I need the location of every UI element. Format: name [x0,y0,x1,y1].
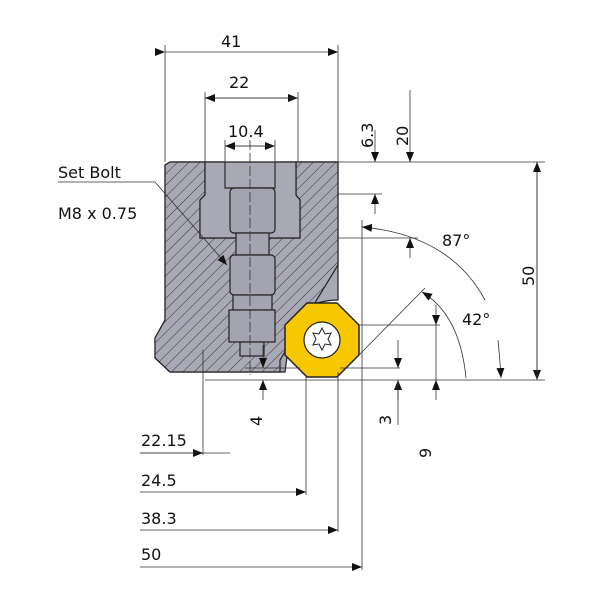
dim-24-5-label: 24.5 [141,471,177,490]
dimension-22: 22 [204,73,299,162]
dim-4-label: 4 [247,416,266,426]
set-bolt-callout: Set Bolt M8 x 0.75 [58,163,228,266]
dim-10-4-label: 10.4 [228,122,264,141]
dimension-10-4: 10.4 [224,122,276,188]
dimension-50-height: 50 [519,162,541,380]
set-bolt [228,187,276,357]
angle-87-label: 87° [442,231,470,250]
dimension-4: 4 [245,345,300,426]
angle-87: 87° [361,220,505,570]
angle-42-label: 42° [462,310,490,329]
dim-41-label: 41 [221,32,241,51]
dimension-22-15: 22.15 [140,431,230,457]
dim-22-15-label: 22.15 [141,431,187,450]
dim-9-label: 9 [416,448,435,458]
dimension-3: 3 [376,340,402,425]
dimension-9: 9 [416,305,440,458]
dim-3-label: 3 [376,415,395,425]
thread-label: M8 x 0.75 [58,204,137,223]
dim-6-3-label: 6.3 [358,123,377,148]
dimension-41: 41 [155,32,339,162]
set-bolt-label: Set Bolt [58,163,121,182]
dim-20-label: 20 [393,126,412,146]
dimension-38-3: 38.3 [140,509,338,534]
dimension-20: 20 [393,90,414,258]
cutting-insert [284,302,360,378]
dim-50-height-label: 50 [519,266,538,286]
dim-22-label: 22 [229,73,249,92]
angle-42: 42° [358,287,490,379]
dim-50-bottom-label: 50 [141,545,161,564]
dimension-50-bottom: 50 [140,545,362,571]
dimension-6-3: 6.3 [358,123,379,214]
dim-38-3-label: 38.3 [141,509,177,528]
dimension-24-5: 24.5 [140,471,306,496]
